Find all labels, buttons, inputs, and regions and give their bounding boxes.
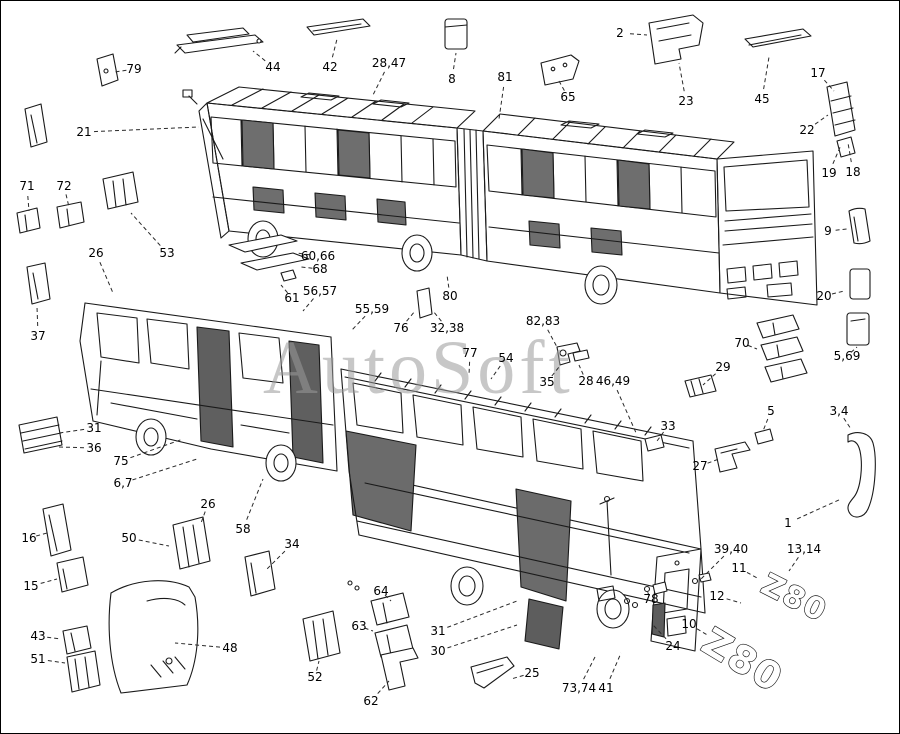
watermark: AutoSoft — [263, 326, 574, 410]
part-sketches — [16, 14, 876, 694]
model-badge-primary: Z80 — [755, 567, 833, 630]
assembled-bus-drawing — [182, 86, 818, 306]
model-badges: Z80 Z80 — [694, 566, 834, 702]
model-badge-secondary: Z80 — [694, 619, 791, 701]
